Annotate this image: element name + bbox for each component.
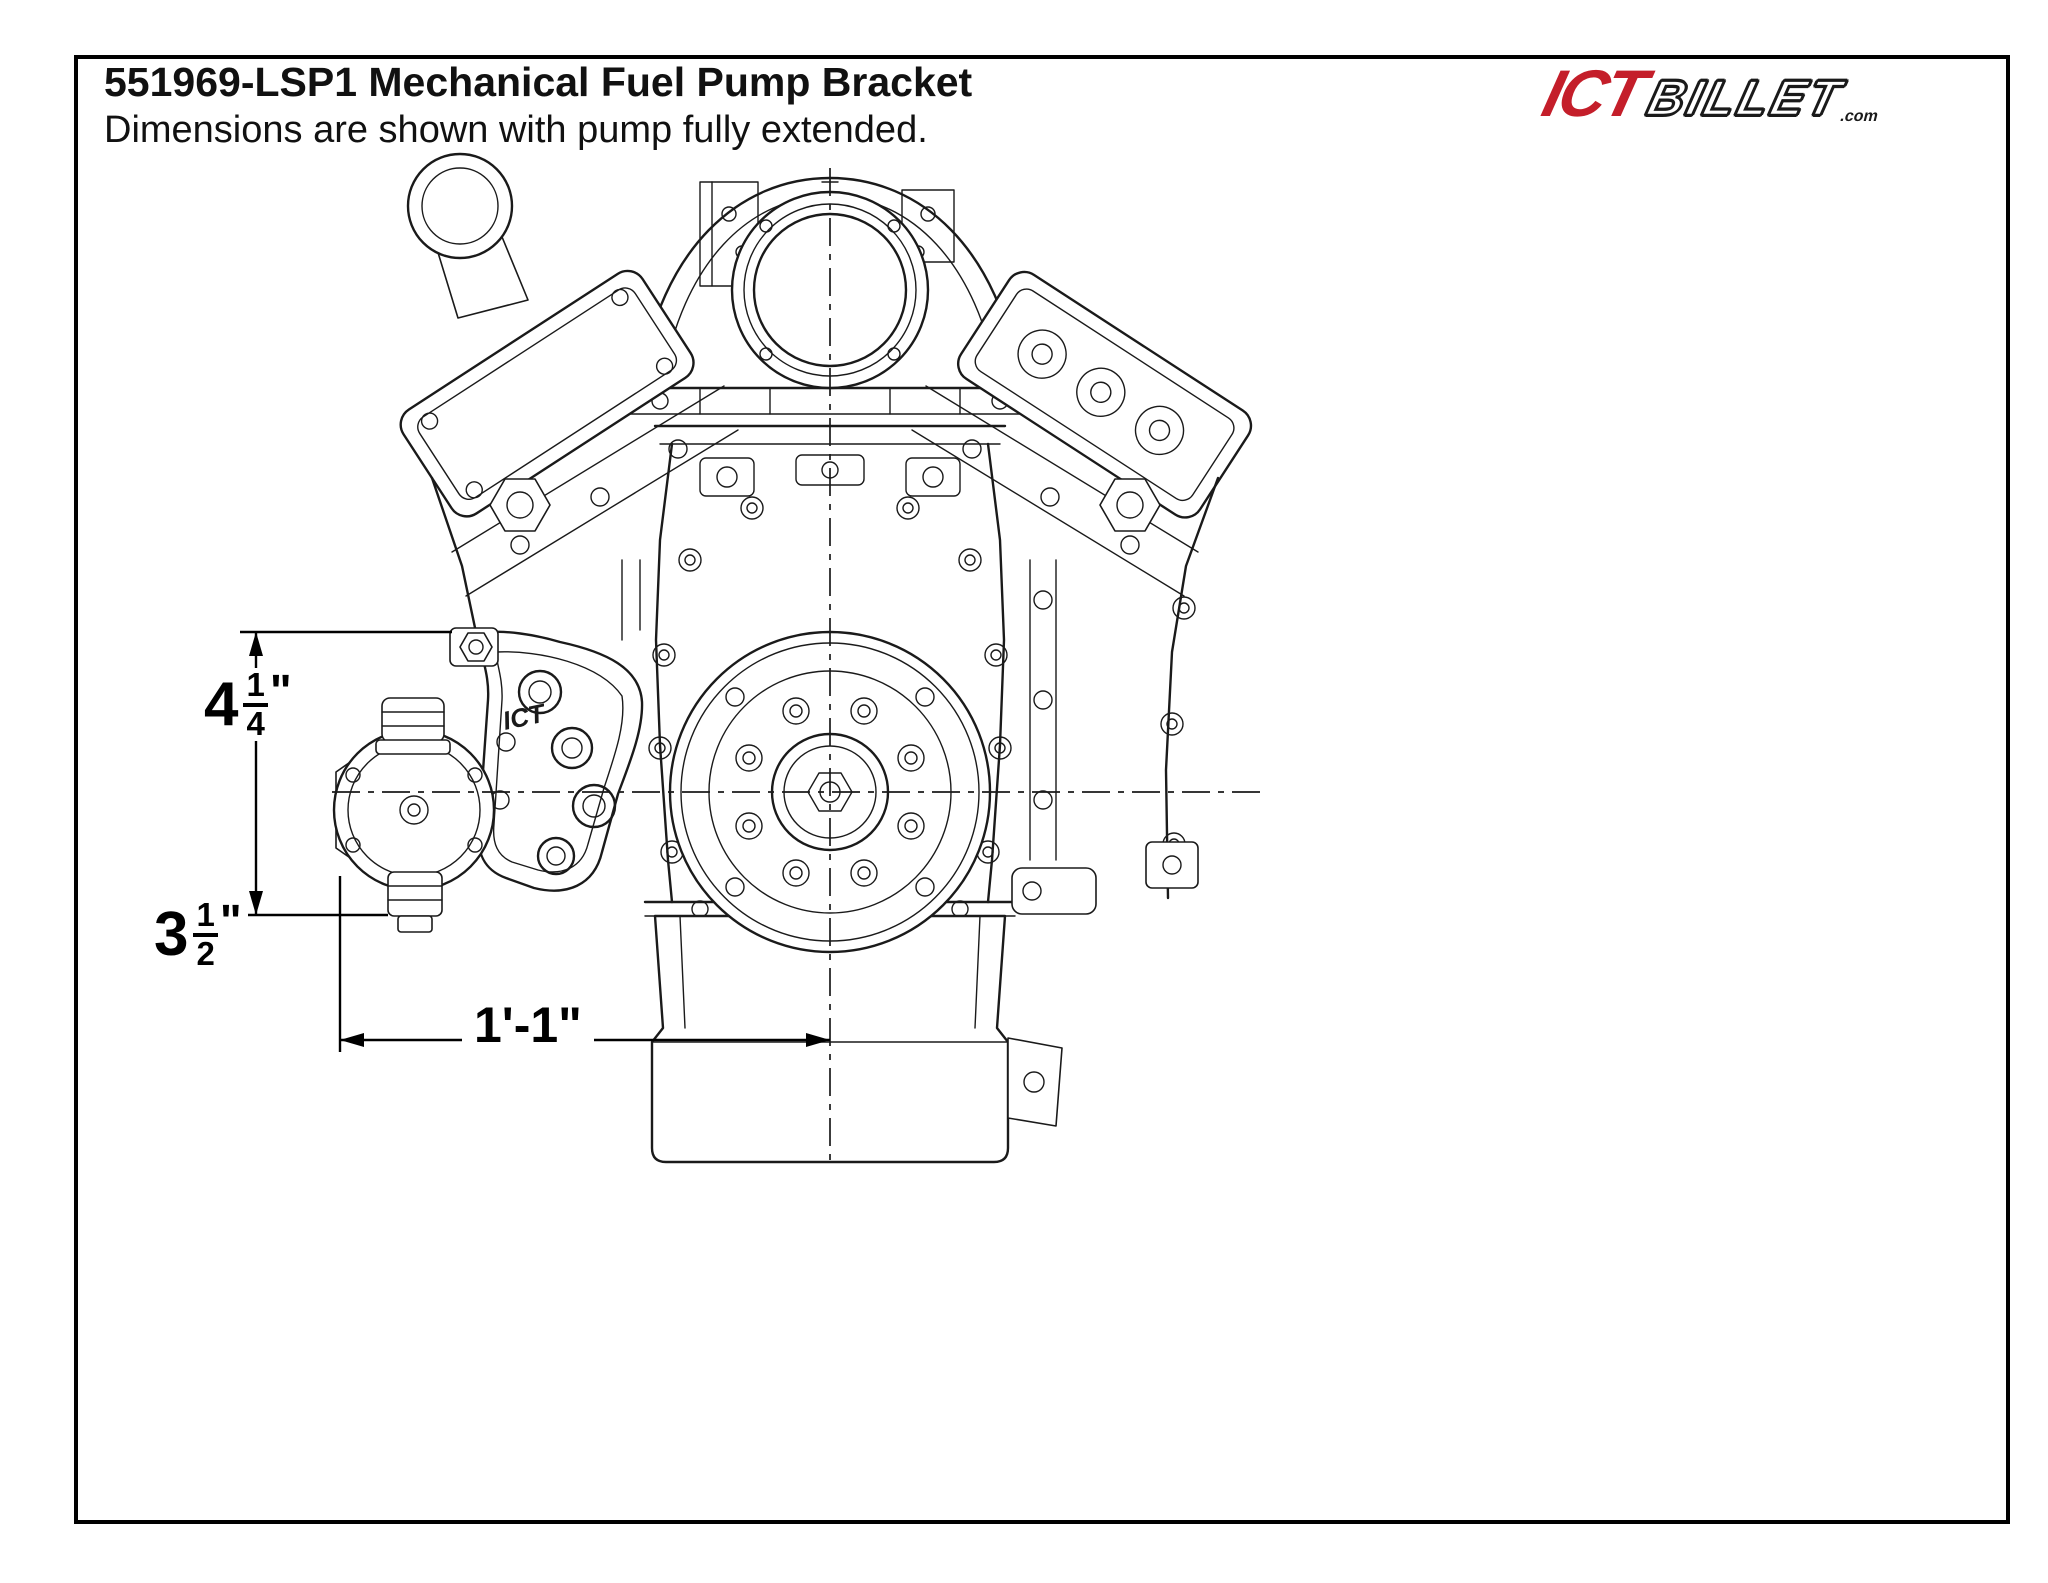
- hex-boss-right: [1099, 478, 1161, 532]
- pump-outlet-fitting: [397, 915, 433, 933]
- balancer-bolt-circle: [735, 697, 925, 887]
- bracket-top-bolt: [459, 632, 493, 662]
- dimension-label-1ft-1in: 1'-1": [462, 996, 594, 1054]
- valve-cover-left: [399, 152, 695, 518]
- cylinder-heads: [451, 385, 1199, 597]
- fuel-pump: [332, 697, 496, 933]
- engine-block-edges: [430, 476, 1220, 900]
- timing-cover-bolts: [648, 496, 1012, 864]
- fuel-pump-and-bracket: ICT: [332, 627, 644, 933]
- dimension-label-3-1-2: 3 1 2 ": [148, 897, 248, 972]
- hex-boss-left: [489, 478, 551, 532]
- centerlines: [332, 168, 1268, 1162]
- valve-cover-right: [957, 270, 1253, 519]
- starter-area: [1011, 841, 1199, 915]
- pump-bracket-plate: [477, 630, 644, 892]
- page-subtitle: Dimensions are shown with pump fully ext…: [104, 109, 928, 152]
- header: 551969-LSP1 Mechanical Fuel Pump Bracket…: [104, 60, 972, 152]
- page-title: 551969-LSP1 Mechanical Fuel Pump Bracket: [104, 59, 973, 105]
- pump-outlet: [387, 871, 443, 917]
- dimension-label-4-1-4: 4 1 4 ": [198, 667, 298, 742]
- timing-cover: [648, 424, 1012, 904]
- pump-inlet: [381, 697, 445, 743]
